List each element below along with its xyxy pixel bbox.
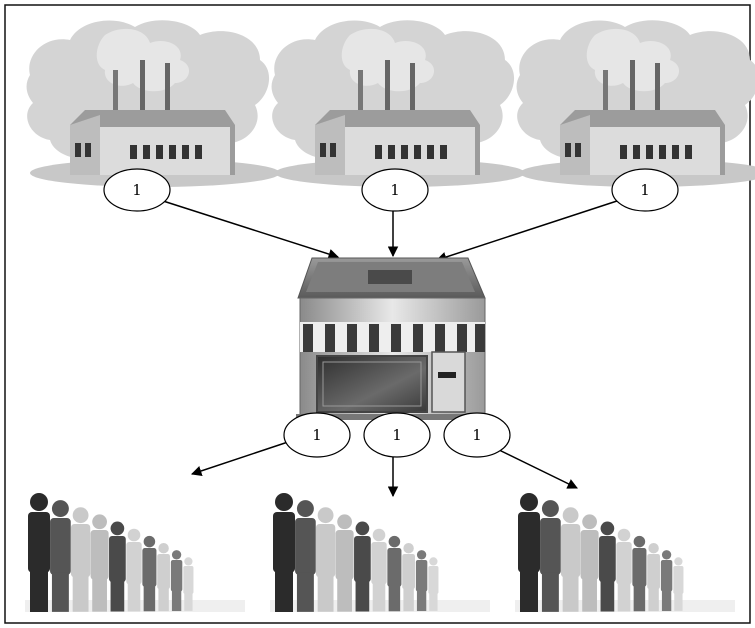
outgoing-2-label-text: 1 <box>392 426 402 444</box>
arrow-store-to-crowd-3 <box>494 447 578 489</box>
outgoing-2-label: 1 <box>363 412 431 458</box>
crowd-3-image <box>515 493 735 612</box>
arrow-factory-3-to-store <box>436 199 621 263</box>
factory-1-image <box>26 20 280 187</box>
outgoing-1-label: 1 <box>283 412 351 458</box>
store-image <box>296 257 490 420</box>
factory-1-label-text: 1 <box>132 181 142 199</box>
factory-3-label-text: 1 <box>640 181 650 199</box>
factory-2-image <box>271 20 525 187</box>
factory-3-label: 1 <box>611 168 679 212</box>
arrow-factory-1-to-store <box>159 199 339 260</box>
crowd-2-image <box>270 493 490 612</box>
arrow-store-to-crowd-1 <box>191 437 301 476</box>
diagram-frame <box>4 4 751 624</box>
factory-1-label: 1 <box>103 168 171 212</box>
outgoing-3-label: 1 <box>443 412 511 458</box>
factory-2-label-text: 1 <box>390 181 400 199</box>
outgoing-3-label-text: 1 <box>472 426 482 444</box>
factory-2-label: 1 <box>361 168 429 212</box>
crowd-1-image <box>25 493 245 612</box>
factory-3-image <box>516 20 755 187</box>
outgoing-1-label-text: 1 <box>312 426 322 444</box>
